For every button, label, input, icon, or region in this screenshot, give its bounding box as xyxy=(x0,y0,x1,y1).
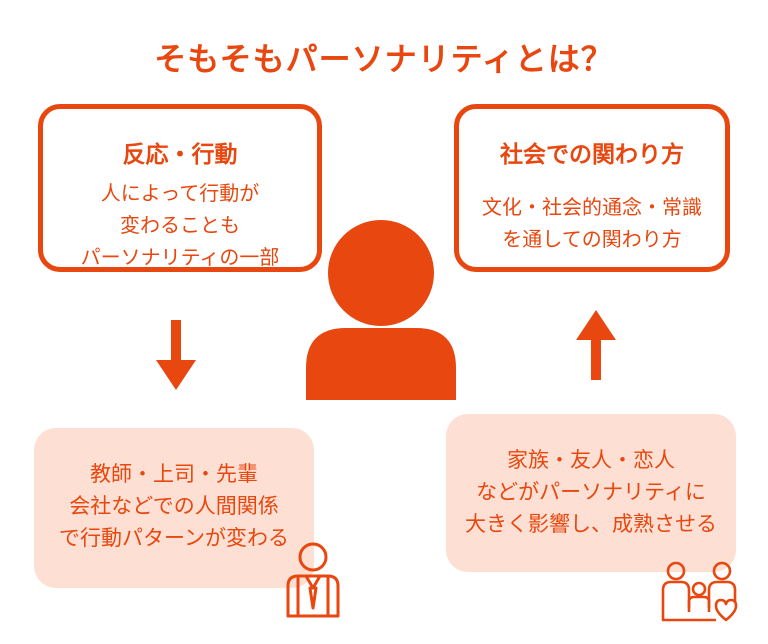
text-line: 教師・上司・先輩 xyxy=(90,462,258,486)
text-line: 家族・友人・恋人 xyxy=(507,448,675,472)
text-line: 会社などでの人間関係 xyxy=(69,494,279,518)
reaction-behavior-text: 人によって行動が 変わることも パーソナリティの一部 xyxy=(43,177,317,273)
page-title: そもそもパーソナリティとは？ xyxy=(154,40,614,78)
social-relations-box: 社会での関わり方 文化・社会的通念・常識 を通しての関わり方 xyxy=(454,104,730,272)
text-line: パーソナリティの一部 xyxy=(80,245,280,269)
text-line: で行動パターンが変わる xyxy=(59,526,289,550)
arrow-up-icon xyxy=(576,310,616,380)
reaction-behavior-box: 反応・行動 人によって行動が 変わることも パーソナリティの一部 xyxy=(38,104,322,272)
family-icon xyxy=(661,561,738,622)
person-icon xyxy=(306,220,456,400)
text-line: を通しての関わり方 xyxy=(502,227,682,251)
text-line: 大きく影響し、成熟させる xyxy=(465,512,717,536)
businessman-icon xyxy=(286,542,340,618)
text-line: 人によって行動が xyxy=(100,181,260,205)
reaction-behavior-heading: 反応・行動 xyxy=(122,142,238,168)
personal-relations-box: 家族・友人・恋人 などがパーソナリティに 大きく影響し、成熟させる xyxy=(446,414,736,572)
text-line: などがパーソナリティに xyxy=(476,480,706,504)
arrow-down-icon xyxy=(156,320,196,390)
social-relations-text: 文化・社会的通念・常識 を通しての関わり方 xyxy=(459,191,725,255)
text-line: 変わることも xyxy=(120,213,240,237)
text-line: 文化・社会的通念・常識 xyxy=(482,195,702,219)
social-relations-heading: 社会での関わり方 xyxy=(500,142,684,168)
workplace-relations-box: 教師・上司・先輩 会社などでの人間関係 で行動パターンが変わる xyxy=(34,428,314,588)
